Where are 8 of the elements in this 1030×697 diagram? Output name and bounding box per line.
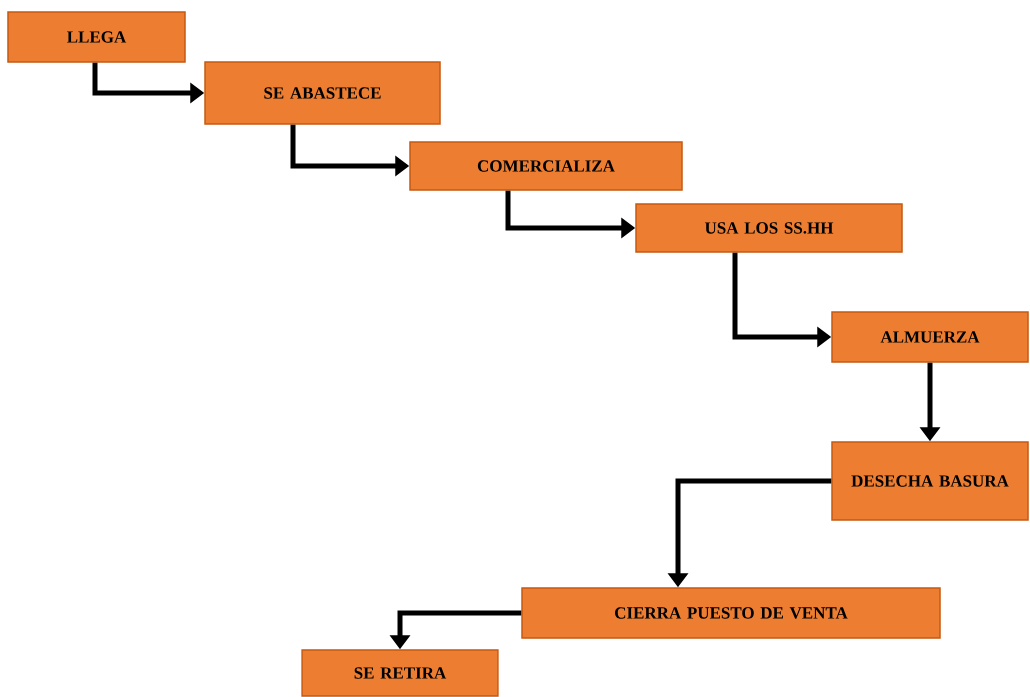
process-box: USA LOS SS.HH: [635, 203, 903, 253]
process-box: CIERRA PUESTO DE VENTA: [521, 587, 941, 639]
process-box: SE ABASTECE: [204, 61, 441, 125]
process-box: LLEGA: [7, 11, 186, 63]
process-box: DESECHA BASURA: [831, 441, 1029, 521]
process-box: COMERCIALIZA: [409, 141, 683, 191]
process-box: ALMUERZA: [831, 311, 1029, 363]
process-box: SE RETIRA: [301, 649, 499, 697]
